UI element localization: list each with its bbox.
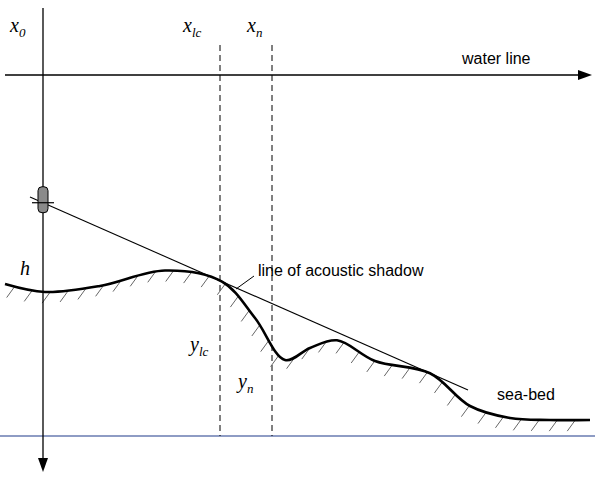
leader-line: [236, 276, 254, 289]
hatch-stroke: [24, 290, 32, 301]
hatch-stroke: [336, 342, 344, 353]
dashed-guide: [220, 45, 221, 436]
hatch-stroke: [252, 325, 260, 336]
hatch-stroke: [419, 372, 427, 383]
hatch-stroke: [241, 310, 249, 321]
hatch-stroke: [351, 352, 359, 363]
hatch-stroke: [513, 419, 521, 430]
arrow-head: [38, 458, 48, 472]
hatch-stroke: [217, 284, 225, 295]
callout-label: sea-bed: [497, 386, 555, 404]
hatch-stroke: [7, 287, 15, 298]
depth-axis: [42, 8, 43, 462]
axis-label: x0: [10, 14, 25, 41]
hatch-stroke: [461, 406, 469, 417]
hatch-stroke: [447, 394, 455, 405]
hatch-stroke: [201, 276, 209, 287]
hatch-stroke: [495, 417, 503, 428]
sensor-cross: [32, 202, 54, 203]
height-label: yn: [238, 370, 253, 397]
axis-label: water line: [462, 50, 530, 68]
hatch-stroke: [402, 368, 410, 379]
seabed-hatching: [7, 271, 576, 432]
height-label: ylc: [190, 333, 208, 360]
callout-label: line of acoustic shadow: [258, 262, 423, 280]
acoustic-shadow-line: [30, 197, 468, 390]
bottom-line: [0, 435, 595, 436]
hatch-stroke: [271, 356, 279, 367]
axis-label: xn: [247, 14, 262, 41]
depth-label: h: [20, 257, 30, 280]
hatch-stroke: [230, 296, 238, 307]
hatch-stroke: [166, 271, 174, 282]
hatch-stroke: [549, 420, 557, 431]
axis-label: xlc: [183, 14, 201, 41]
water-line-axis: [5, 74, 582, 75]
hatch-stroke: [567, 420, 575, 431]
sensor: [38, 187, 48, 213]
hatch-stroke: [261, 341, 269, 352]
hatch-stroke: [184, 272, 192, 283]
dashed-guide: [272, 45, 273, 436]
hatch-stroke: [367, 361, 375, 372]
hatch-stroke: [531, 420, 539, 431]
hatch-stroke: [478, 413, 486, 424]
sea-bed-curve: [5, 270, 590, 420]
hatch-stroke: [384, 365, 392, 376]
arrow-head: [578, 70, 592, 80]
hatch-stroke: [434, 382, 442, 393]
